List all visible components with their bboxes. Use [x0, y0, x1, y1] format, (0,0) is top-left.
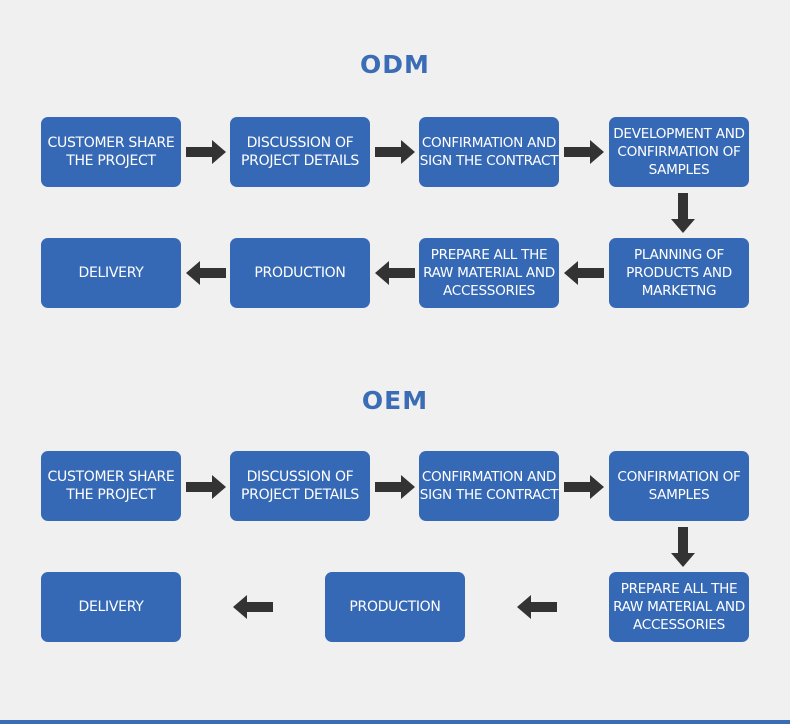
odm-step-production: PRODUCTION	[230, 238, 370, 308]
odm-step-confirmation-contract: CONFIRMATION AND SIGN THE CONTRACT	[419, 117, 559, 187]
arrow-down-icon	[671, 193, 695, 233]
arrow-down-icon	[671, 527, 695, 567]
odm-title: ODM	[360, 50, 430, 79]
oem-step-confirmation-contract: CONFIRMATION AND SIGN THE CONTRACT	[419, 451, 559, 521]
oem-title: OEM	[361, 386, 429, 415]
bottom-divider	[0, 720, 790, 724]
arrow-left-icon	[233, 595, 273, 619]
arrow-right-icon	[186, 475, 226, 499]
arrow-right-icon	[186, 140, 226, 164]
odm-step-prepare-material: PREPARE ALL THE RAW MATERIAL AND ACCESSO…	[419, 238, 559, 308]
odm-step-discussion: DISCUSSION OF PROJECT DETAILS	[230, 117, 370, 187]
arrow-left-icon	[375, 261, 415, 285]
odm-step-development-samples: DEVELOPMENT AND CONFIRMATION OF SAMPLES	[609, 117, 749, 187]
oem-step-prepare-material: PREPARE ALL THE RAW MATERIAL AND ACCESSO…	[609, 572, 749, 642]
arrow-right-icon	[564, 475, 604, 499]
oem-step-production: PRODUCTION	[325, 572, 465, 642]
odm-step-delivery: DELIVERY	[41, 238, 181, 308]
odm-step-customer-share: CUSTOMER SHARE THE PROJECT	[41, 117, 181, 187]
oem-step-delivery: DELIVERY	[41, 572, 181, 642]
oem-step-discussion: DISCUSSION OF PROJECT DETAILS	[230, 451, 370, 521]
arrow-left-icon	[564, 261, 604, 285]
arrow-right-icon	[564, 140, 604, 164]
arrow-right-icon	[375, 140, 415, 164]
arrow-left-icon	[517, 595, 557, 619]
odm-step-planning: PLANNING OF PRODUCTS AND MARKETNG	[609, 238, 749, 308]
oem-step-confirmation-samples: CONFIRMATION OF SAMPLES	[609, 451, 749, 521]
arrow-left-icon	[186, 261, 226, 285]
arrow-right-icon	[375, 475, 415, 499]
oem-step-customer-share: CUSTOMER SHARE THE PROJECT	[41, 451, 181, 521]
